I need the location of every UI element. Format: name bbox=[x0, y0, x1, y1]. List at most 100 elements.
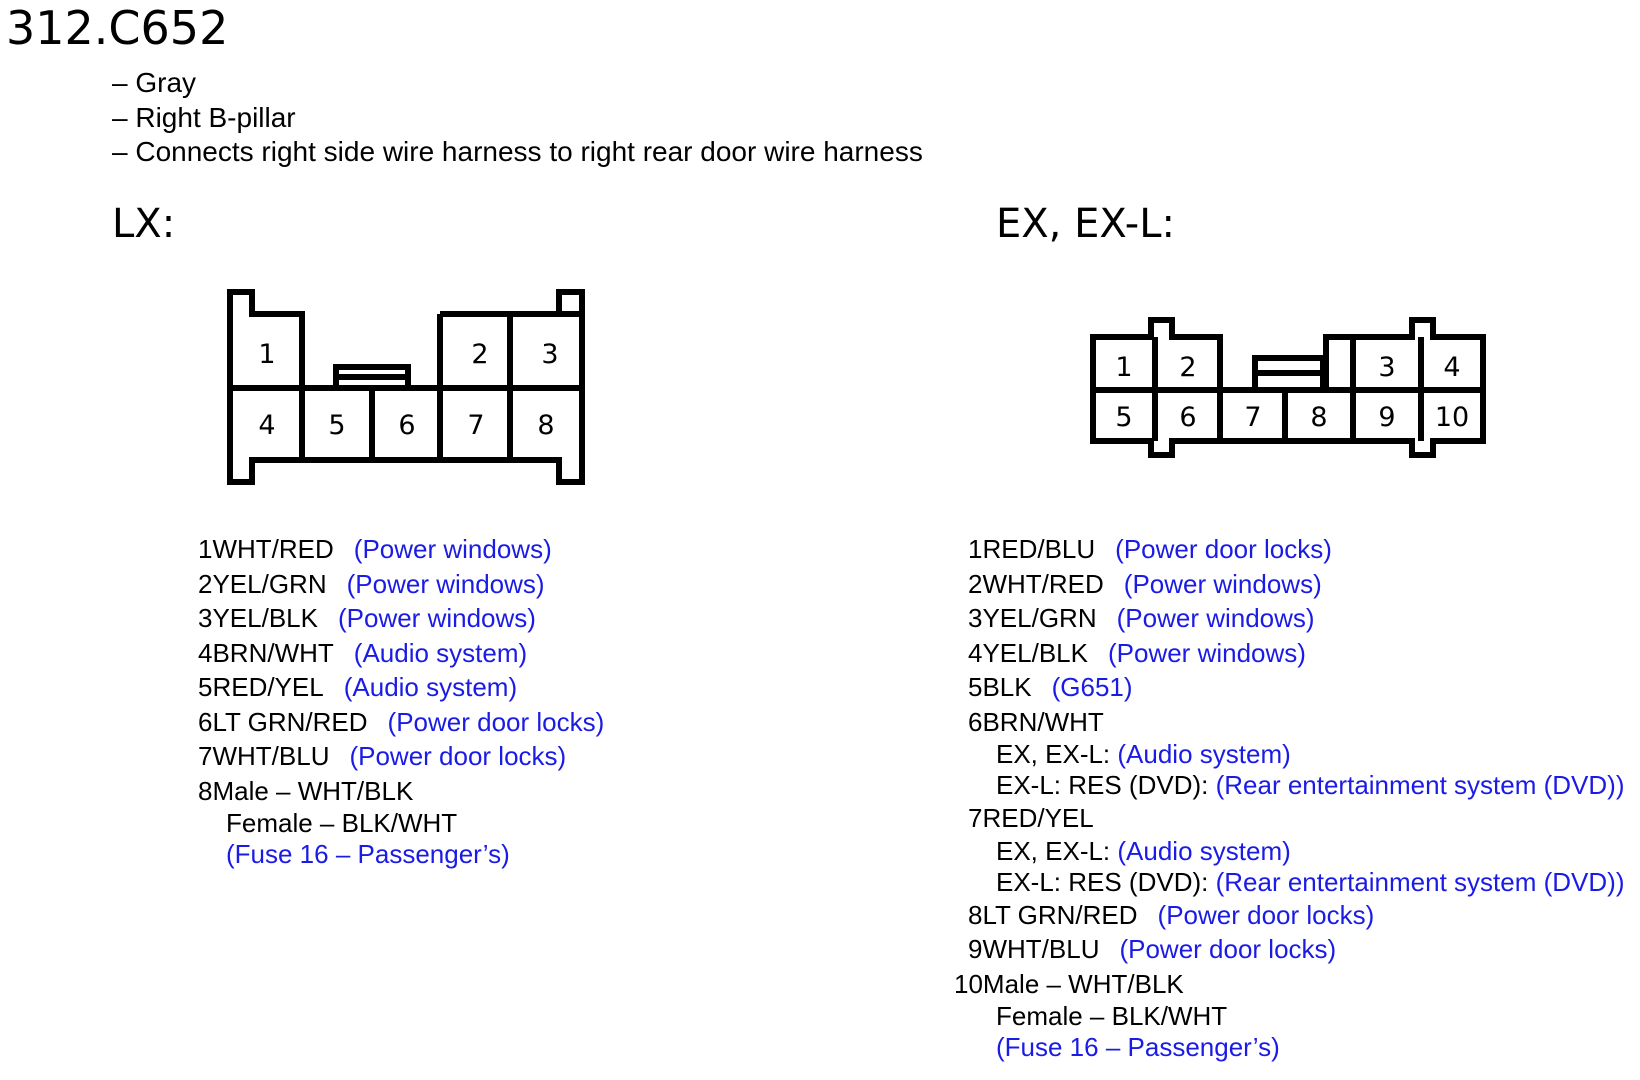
ex-pin-row-6: 6BRN/WHT bbox=[968, 705, 1624, 740]
pin-number: 2 bbox=[968, 568, 983, 599]
circuit-link[interactable]: (Audio system) bbox=[353, 637, 528, 668]
wire-color: LT GRN/RED bbox=[212, 706, 368, 737]
wire-color: WHT/BLU bbox=[982, 934, 1100, 964]
lx-pin-row-3: 3YEL/BLK (Power windows) bbox=[198, 601, 604, 636]
ex-pin-row-3: 3YEL/GRN(Power windows) bbox=[968, 601, 1624, 636]
wire-color: BRN/WHT bbox=[982, 706, 1104, 737]
pin-number: 8 bbox=[968, 899, 983, 930]
lx-pin-row-8: 8Male – WHT/BLK bbox=[198, 774, 604, 809]
ex-pin-row-9: 9WHT/BLU (Power door locks) bbox=[968, 932, 1624, 967]
ex-pin-6-sub-2: EX-L: RES (DVD): (Rear entertainment sys… bbox=[968, 770, 1624, 801]
circuit-link[interactable]: (Power door locks) bbox=[1157, 899, 1375, 930]
pin-number: 2 bbox=[198, 568, 213, 599]
ex-cavity-1: 1 bbox=[1115, 352, 1132, 383]
trim-prefix: EX, EX-L: bbox=[996, 739, 1118, 769]
lx-connector-diagram: 1 2 3 4 5 6 7 8 bbox=[227, 289, 585, 485]
lx-cavity-5: 5 bbox=[328, 410, 345, 441]
ex-pin-row-7: 7RED/YEL bbox=[968, 801, 1624, 836]
ex-cavity-10: 10 bbox=[1435, 402, 1469, 433]
pin-number: 5 bbox=[968, 672, 983, 702]
lx-cavity-2: 2 bbox=[471, 339, 488, 370]
lx-cavity-8: 8 bbox=[537, 410, 554, 441]
pin-number: 3 bbox=[198, 603, 213, 633]
lx-pin-row-1: 1WHT/RED(Power windows) bbox=[198, 532, 604, 567]
circuit-link[interactable]: (Power windows) bbox=[1123, 568, 1322, 599]
circuit-link[interactable]: (Power windows) bbox=[353, 534, 552, 564]
circuit-link[interactable]: (Audio system) bbox=[343, 672, 518, 702]
wire-color: YEL/GRN bbox=[982, 603, 1097, 633]
pin-number: 10 bbox=[954, 968, 983, 999]
pin-number: 7 bbox=[198, 741, 213, 771]
connector-details: – Gray – Right B-pillar – Connects right… bbox=[112, 66, 923, 170]
ex-pin-list: 1RED/BLU (Power door locks) 2WHT/RED (Powe… bbox=[954, 532, 1625, 1063]
ex-pin-7-sub-1: EX, EX-L: (Audio system) bbox=[968, 836, 1624, 867]
pin-number: 8 bbox=[198, 775, 213, 806]
ex-pin-row-8: 8LT GRN/RED(Power door locks) bbox=[968, 898, 1624, 933]
trim-prefix: EX-L: RES (DVD): bbox=[996, 866, 1216, 897]
ex-connector-diagram: 1 2 3 4 5 6 7 8 9 10 bbox=[1090, 317, 1486, 458]
circuit-link[interactable]: (Power windows) bbox=[1107, 637, 1306, 668]
wire-color: RED/BLU bbox=[982, 534, 1096, 564]
circuit-link[interactable]: (Power windows) bbox=[346, 568, 545, 599]
ex-cavity-4: 4 bbox=[1443, 352, 1460, 383]
lx-cavity-6: 6 bbox=[398, 410, 415, 441]
pin-number: 9 bbox=[968, 934, 983, 964]
wire-color: WHT/BLU bbox=[212, 741, 330, 771]
lx-pin-row-4: 4BRN/WHT (Audio system) bbox=[198, 636, 604, 671]
wire-color: RED/YEL bbox=[212, 672, 324, 702]
pin-number: 6 bbox=[968, 706, 983, 737]
wire-color: BLK bbox=[982, 672, 1032, 702]
detail-connection: – Connects right side wire harness to ri… bbox=[112, 136, 923, 167]
lx-pin-row-7: 7WHT/BLU (Power door locks) bbox=[198, 739, 604, 774]
wire-color: RED/YEL bbox=[982, 803, 1094, 833]
lx-pin-row-2: 2YEL/GRN (Power windows) bbox=[198, 567, 604, 602]
wire-color: Male – WHT/BLK bbox=[982, 968, 1184, 999]
circuit-link[interactable]: (G651) bbox=[1051, 672, 1133, 702]
circuit-link[interactable]: (Power door locks) bbox=[1119, 934, 1337, 964]
trim-prefix: EX, EX-L: bbox=[996, 835, 1118, 866]
ex-cavity-5: 5 bbox=[1115, 402, 1132, 433]
pin-number: 4 bbox=[198, 637, 213, 668]
ex-cavity-2: 2 bbox=[1179, 352, 1196, 383]
lx-cavity-1: 1 bbox=[258, 339, 275, 370]
ex-pin-row-4: 4YEL/BLK(Power windows) bbox=[968, 636, 1624, 671]
ex-cavity-8: 8 bbox=[1310, 402, 1327, 433]
circuit-link[interactable]: (Power door locks) bbox=[1115, 534, 1332, 564]
pin-number: 5 bbox=[198, 672, 213, 702]
lx-cavity-7: 7 bbox=[467, 410, 484, 441]
wire-color: Male – WHT/BLK bbox=[212, 775, 414, 806]
ex-pin-row-10: 10Male – WHT/BLK bbox=[954, 967, 1624, 1002]
circuit-link[interactable]: (Power windows) bbox=[1116, 603, 1315, 633]
ex-pin-row-2: 2WHT/RED (Power windows) bbox=[968, 567, 1624, 602]
wire-color: YEL/BLK bbox=[212, 603, 318, 633]
pin-number: 4 bbox=[968, 637, 983, 668]
circuit-link[interactable]: (Audio system) bbox=[1117, 739, 1291, 769]
page-title: 312.C652 bbox=[6, 1, 229, 55]
lx-cavity-3: 3 bbox=[541, 339, 558, 370]
pin-number: 7 bbox=[968, 803, 983, 833]
ex-cavity-9: 9 bbox=[1378, 402, 1395, 433]
ex-cavity-7: 7 bbox=[1244, 402, 1261, 433]
detail-color: – Gray bbox=[112, 67, 197, 98]
circuit-link[interactable]: (Power windows) bbox=[337, 603, 536, 633]
wire-color: WHT/RED bbox=[212, 534, 334, 564]
lx-pin-8-fuse-link[interactable]: (Fuse 16 – Passenger’s) bbox=[226, 839, 510, 869]
wire-color: BRN/WHT bbox=[212, 637, 334, 668]
circuit-link[interactable]: (Power door locks) bbox=[349, 741, 567, 771]
circuit-link[interactable]: (Rear entertainment system (DVD)) bbox=[1215, 866, 1625, 897]
pin-number: 1 bbox=[968, 534, 983, 564]
lx-cavity-4: 4 bbox=[258, 410, 275, 441]
pin-number: 6 bbox=[198, 706, 213, 737]
circuit-link[interactable]: (Rear entertainment system (DVD)) bbox=[1215, 770, 1625, 800]
ex-pin-10-fuse-link[interactable]: (Fuse 16 – Passenger’s) bbox=[996, 1032, 1280, 1062]
wire-color: WHT/RED bbox=[982, 568, 1104, 599]
circuit-link[interactable]: (Power door locks) bbox=[387, 706, 605, 737]
lx-pin-row-5: 5RED/YEL (Audio system) bbox=[198, 670, 604, 705]
lx-pin-8-female: Female – BLK/WHT bbox=[226, 808, 458, 838]
variant-label-lx: LX: bbox=[112, 201, 176, 247]
circuit-link[interactable]: (Audio system) bbox=[1117, 835, 1291, 866]
ex-pin-row-1: 1RED/BLU (Power door locks) bbox=[968, 532, 1624, 567]
wire-color: YEL/GRN bbox=[212, 568, 327, 599]
ex-pin-10-female: Female – BLK/WHT bbox=[996, 1001, 1228, 1031]
detail-location: – Right B-pillar bbox=[112, 101, 296, 133]
